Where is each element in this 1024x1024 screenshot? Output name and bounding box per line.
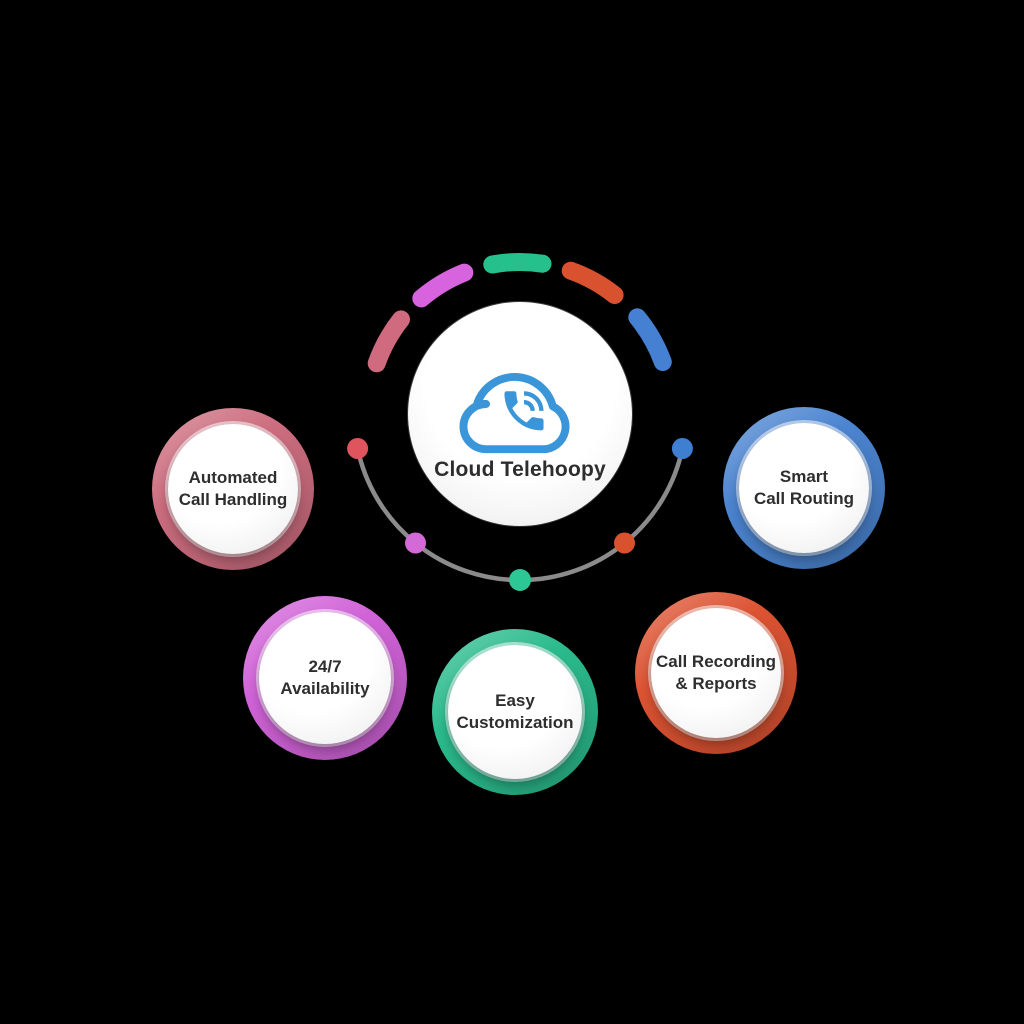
node-inner-circle: Automated Call Handling: [168, 424, 298, 554]
node-label: Automated Call Handling: [175, 467, 292, 511]
arc-segment-easy: [483, 253, 552, 274]
orbit-dot-smart: [671, 438, 693, 459]
node-inner-circle: 24/7 Availability: [259, 612, 391, 744]
orbit-dot-automated: [347, 438, 369, 459]
node-label: Easy Customization: [452, 690, 577, 734]
node-smart-call-routing: Smart Call Routing: [723, 407, 885, 569]
arc-segment-smart: [628, 308, 672, 371]
node-label-line: Easy: [495, 690, 535, 710]
node-inner-circle: Easy Customization: [448, 645, 582, 779]
phone-waves-glyph: [504, 391, 544, 431]
node-24-7-availability: 24/7 Availability: [243, 596, 407, 760]
orbit-dot-easy: [509, 569, 531, 591]
node-automated-call-handling: Automated Call Handling: [152, 408, 314, 570]
node-label-line: Automated: [188, 467, 278, 487]
node-easy-customization: Easy Customization: [432, 629, 598, 795]
arc-segment-recording: [561, 261, 624, 304]
node-inner-circle: Smart Call Routing: [739, 423, 869, 553]
node-label: 24/7 Availability: [276, 656, 373, 700]
node-label-line: & Reports: [675, 674, 757, 693]
node-call-recording-reports: Call Recording & Reports: [635, 592, 797, 754]
arc-segment-automated: [367, 310, 410, 373]
node-label-line: Call Handling: [178, 490, 288, 509]
node-label-line: Customization: [456, 713, 574, 732]
node-label-line: Call Routing: [753, 489, 855, 508]
cloud-phone-icon: [459, 373, 570, 454]
orbit-dot-recording: [614, 532, 635, 554]
node-label: Call Recording & Reports: [652, 651, 780, 695]
node-label-line: Availability: [280, 679, 370, 698]
hub-title: Cloud Telehoopy: [434, 458, 606, 481]
hub-circle: Cloud Telehoopy: [408, 302, 632, 526]
node-label-line: 24/7: [308, 656, 342, 676]
node-label: Smart Call Routing: [750, 466, 858, 510]
orbit-dot-availability: [405, 532, 426, 554]
node-label-line: Call Recording: [656, 651, 776, 671]
node-label-line: Smart: [779, 466, 829, 486]
arc-segment-availability: [412, 263, 474, 308]
node-inner-circle: Call Recording & Reports: [651, 608, 781, 738]
